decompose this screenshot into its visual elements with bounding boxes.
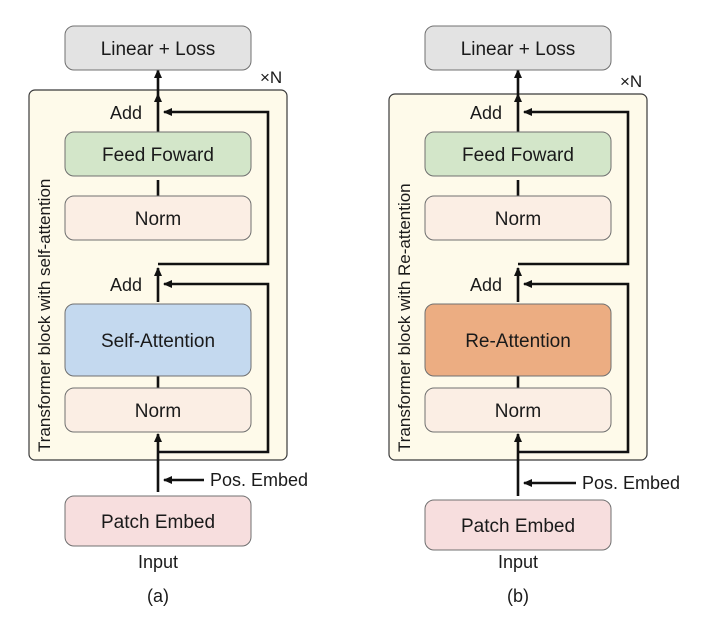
linear-loss-label-b: Linear + Loss [461,39,576,60]
feed-forward-label-b: Feed Foward [462,145,574,166]
feed-forward-box-b [424,131,612,177]
linear-loss-box-b [424,25,612,71]
input-label-b: Input [498,552,538,572]
attention-label-a: Self-Attention [101,331,215,352]
norm-bottom-label-a: Norm [135,401,181,422]
add-bottom-label-a: Add [110,275,142,295]
patch-embed-box-b [424,499,612,551]
pos-embed-label-a: Pos. Embed [210,470,308,490]
norm-bottom-box-a [64,387,252,433]
norm-bottom-box-b [424,387,612,433]
attention-label-b: Re-Attention [465,331,571,352]
add-top-label-b: Add [470,103,502,123]
panel-a: ×N Transformer block with self-attention… [28,25,308,606]
norm-top-label-b: Norm [495,209,541,230]
add-top-label-a: Add [110,103,142,123]
attention-box-a [64,303,252,377]
feed-forward-label-a: Feed Foward [102,145,214,166]
norm-top-label-a: Norm [135,209,181,230]
residual-a-bottom [158,280,270,454]
caption-a: (a) [147,586,169,606]
norm-bottom-label-b: Norm [495,401,541,422]
add-bottom-label-b: Add [470,275,502,295]
patch-embed-box-a [64,495,252,547]
norm-top-box-b [424,195,612,241]
attention-box-b [424,303,612,377]
side-label-b: Transformer block with Re-attention [395,183,414,452]
linear-loss-box-a [64,25,252,71]
side-label-a: Transformer block with self-attention [35,179,54,452]
norm-top-box-a [64,195,252,241]
repeat-label-b: ×N [620,72,642,91]
feed-forward-box-a [64,131,252,177]
caption-b: (b) [507,586,529,606]
panel-b: ×N Transformer block with Re-attention P… [388,25,680,606]
patch-embed-label-a: Patch Embed [101,512,215,533]
input-label-a: Input [138,552,178,572]
pos-embed-label-b: Pos. Embed [582,473,680,493]
repeat-label-a: ×N [260,68,282,87]
residual-b-top [518,108,630,266]
patch-embed-label-b: Patch Embed [461,516,575,537]
linear-loss-label-a: Linear + Loss [101,39,216,60]
residual-a-top [158,108,270,266]
residual-b-bottom [518,280,630,454]
